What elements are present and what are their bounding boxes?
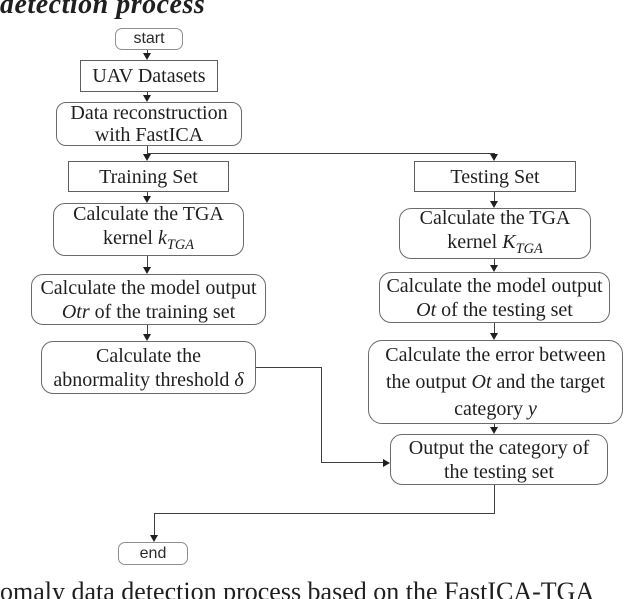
node-test-kernel-line1: Calculate the TGA (419, 207, 571, 229)
train-output-var: Otr (61, 300, 90, 323)
test-output-var: Ot (416, 298, 437, 321)
node-uav-datasets-label: UAV Datasets (92, 65, 206, 87)
node-data-reconstruction-line1: Data reconstruction (70, 102, 228, 124)
arrow-kernel-to-trainoutput-head (143, 267, 151, 274)
node-testing-set: Testing Set (414, 161, 576, 192)
arrow-error-to-output-head (490, 427, 498, 434)
arrow-trainoutput-to-threshold-head (143, 334, 151, 341)
arrow-testing-to-kernel-head (490, 201, 498, 208)
figure-title: detection process (0, 0, 206, 20)
node-error-line3: category y (454, 396, 537, 423)
node-threshold: Calculate the abnormality threshold δ (41, 341, 256, 394)
node-train-output: Calculate the model output Otr of the tr… (31, 274, 266, 325)
arrow-reconstruction-to-training-line (147, 146, 148, 155)
node-train-kernel-line2: kernel kTGA (103, 226, 194, 257)
node-error-line1: Calculate the error between (385, 343, 606, 366)
arrow-branch-to-testing-head (490, 154, 498, 161)
test-kernel-prefix: kernel (447, 231, 503, 253)
test-kernel-var: K (502, 231, 516, 253)
connector-threshold-h1 (256, 367, 322, 368)
test-output-suffix: of the testing set (436, 298, 573, 321)
node-data-reconstruction: Data reconstruction with FastICA (56, 102, 242, 146)
error-var2: y (527, 397, 537, 420)
error-line3-prefix: category (454, 397, 528, 420)
train-kernel-sub: TGA (166, 237, 195, 253)
arrow-threshold-to-output-head (383, 459, 390, 467)
arrow-training-to-kernel-head (143, 196, 151, 203)
node-train-kernel-line1: Calculate the TGA (73, 203, 224, 225)
arrow-kernel-to-testoutput-line (494, 259, 495, 266)
arrow-kernel-to-testoutput-head (490, 265, 498, 272)
arrow-training-to-kernel-line (147, 192, 148, 197)
branch-line (148, 153, 495, 154)
node-test-kernel: Calculate the TGA kernel KTGA (399, 207, 591, 261)
arrow-start-to-datasets-line (147, 50, 148, 54)
connector-output-v1 (494, 485, 495, 514)
node-error: Calculate the error between the output O… (368, 340, 623, 424)
connector-output-v2 (154, 513, 155, 535)
arrow-error-to-output-line (494, 424, 495, 428)
node-start: start (115, 28, 183, 50)
node-output-category-line1: Output the category of (408, 436, 590, 459)
node-train-kernel: Calculate the TGA kernel kTGA (53, 203, 244, 256)
train-output-suffix: of the training set (89, 300, 236, 323)
node-uav-datasets: UAV Datasets (80, 60, 218, 92)
arrow-testoutput-to-error-head (490, 333, 498, 340)
train-kernel-var: k (157, 227, 167, 249)
node-test-output: Calculate the model output Ot of the tes… (379, 272, 610, 323)
node-threshold-line2: abnormality threshold δ (53, 368, 243, 392)
arrow-start-to-datasets-head (143, 53, 151, 60)
error-var: Ot (471, 370, 492, 393)
node-test-kernel-line2: kernel KTGA (447, 230, 543, 261)
threshold-var: δ (234, 368, 244, 391)
figure-caption: omaly data detection process based on th… (0, 577, 595, 599)
node-end: end (118, 542, 188, 565)
node-testing-set-label: Testing Set (450, 165, 540, 188)
arrow-kernel-to-trainoutput-line (147, 256, 148, 268)
node-test-output-line1: Calculate the model output (386, 274, 603, 297)
node-test-output-line2: Ot of the testing set (416, 298, 573, 322)
node-train-output-line2: Otr of the training set (62, 300, 235, 324)
node-end-label: end (139, 544, 167, 562)
arrow-datasets-to-reconstruction-head (143, 95, 151, 102)
node-data-reconstruction-line2: with FastICA (94, 124, 204, 146)
node-train-output-line1: Calculate the model output (40, 276, 257, 299)
node-start-label: start (133, 30, 165, 47)
arrow-datasets-to-reconstruction-line (147, 92, 148, 96)
test-kernel-sub: TGA (515, 241, 543, 257)
arrow-trainoutput-to-threshold-line (147, 325, 148, 335)
arrow-testing-to-kernel-line (494, 192, 495, 202)
connector-output-h (154, 513, 495, 514)
arrow-output-to-end-head (150, 535, 158, 542)
arrow-testoutput-to-error-line (494, 323, 495, 334)
threshold-prefix: abnormality threshold (53, 368, 235, 391)
node-threshold-line1: Calculate the (96, 344, 201, 367)
node-training-set-label: Training Set (99, 165, 198, 188)
node-output-category-line2: the testing set (444, 460, 554, 483)
arrow-reconstruction-to-training-head (143, 154, 151, 161)
connector-threshold-h2 (322, 462, 383, 463)
error-prefix: the output (385, 370, 472, 393)
train-kernel-prefix: kernel (102, 227, 158, 249)
node-output-category: Output the category of the testing set (390, 434, 608, 485)
node-training-set: Training Set (68, 161, 229, 192)
connector-threshold-v (321, 367, 322, 463)
error-suffix: and the target (491, 370, 606, 393)
node-error-line2: the output Ot and the target (386, 369, 605, 396)
